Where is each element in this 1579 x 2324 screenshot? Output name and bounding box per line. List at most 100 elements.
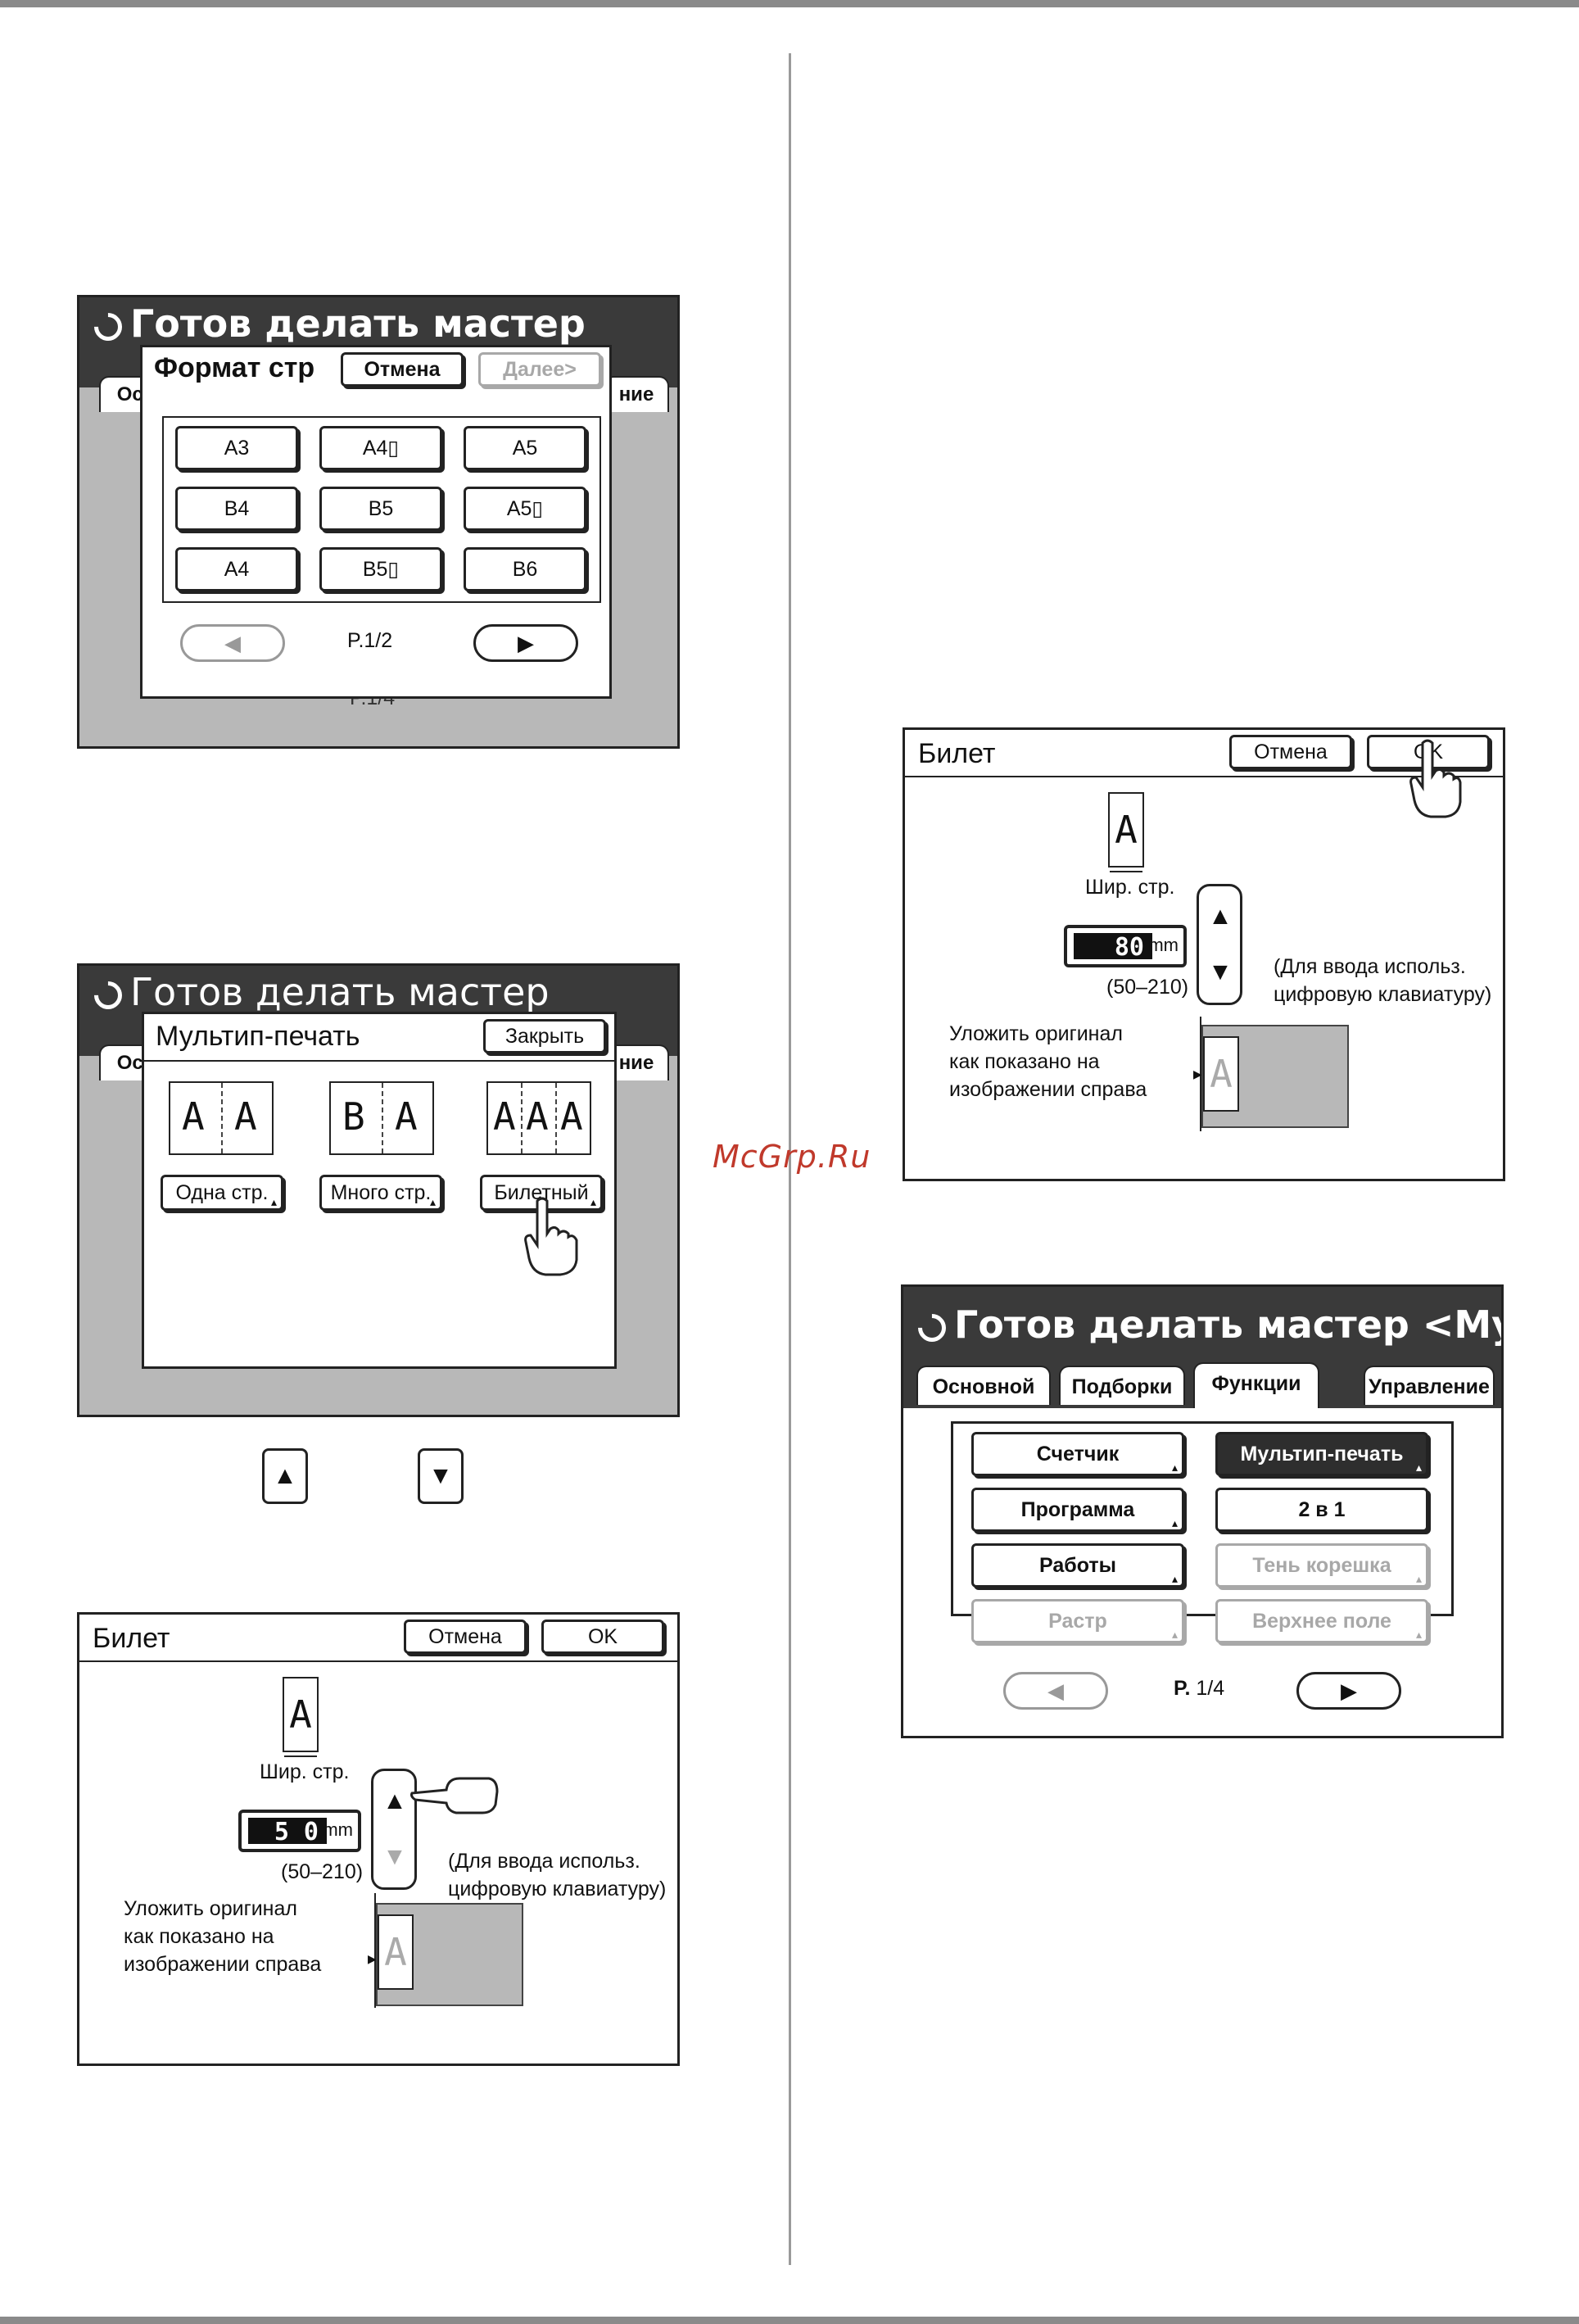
screen-button[interactable]: Растр▴ [971, 1599, 1184, 1643]
top-margin-button[interactable]: Верхнее поле▴ [1215, 1599, 1428, 1643]
ready-icon [912, 1307, 952, 1348]
preview-paper: A [378, 1914, 414, 1990]
submenu-icon: ▴ [429, 1195, 436, 1208]
submenu-icon: ▴ [1171, 1628, 1178, 1641]
increase-button[interactable]: ▲ [377, 1779, 413, 1823]
two-up-button[interactable]: 2 в 1 [1215, 1488, 1428, 1532]
edge-marker-icon: ▶ [368, 1952, 377, 1965]
book-shadow-button[interactable]: Тень корешка▴ [1215, 1543, 1428, 1588]
size-a4r-button[interactable]: A4▯ [319, 426, 442, 470]
size-b4-button[interactable]: B4 [175, 487, 298, 531]
original-edge-line [1200, 1017, 1201, 1131]
program-button[interactable]: Программа▴ [971, 1488, 1184, 1532]
ready-icon [88, 975, 129, 1015]
cancel-button[interactable]: Отмена [1229, 735, 1352, 769]
next-page-button[interactable]: ▶ [473, 624, 578, 662]
page-indicator: P. 1/4 [1174, 1677, 1225, 1700]
tab-functions[interactable]: Функции [1193, 1362, 1319, 1408]
width-label: Шир. стр. [1085, 876, 1175, 899]
bg-header: Готов делать мастер [79, 297, 677, 350]
ticket-screen-50: Билет Отмена OK A Шир. стр. 5 0 mm (50–2… [77, 1612, 680, 2066]
page-indicator: P.1/2 [347, 629, 393, 652]
range-label: (50–210) [1106, 976, 1189, 999]
left-arrow-icon: ◀ [224, 631, 241, 655]
preview-paper: A [1203, 1036, 1239, 1112]
stepper: ▲ ▼ [371, 1769, 417, 1890]
down-arrow-icon: ▼ [428, 1462, 453, 1489]
status-header: Готов делать мастер <Мультип> [903, 1287, 1501, 1362]
jobs-button[interactable]: Работы▴ [971, 1543, 1184, 1588]
right-arrow-icon: ▶ [518, 631, 534, 655]
submenu-icon: ▴ [1171, 1572, 1178, 1585]
instruction-text: Уложить оригинал как показано на изображ… [124, 1897, 322, 1976]
next-button[interactable]: Далее> [478, 352, 601, 387]
size-b6-button[interactable]: B6 [464, 547, 586, 591]
up-arrow-icon: ▲ [273, 1462, 297, 1489]
range-label: (50–210) [281, 1860, 364, 1883]
title-divider [79, 1660, 677, 1662]
paper-icon: A [283, 1677, 319, 1752]
counter-button[interactable]: Счетчик▴ [971, 1432, 1184, 1476]
close-button[interactable]: Закрыть [483, 1019, 606, 1053]
up-key-button[interactable]: ▲ [262, 1448, 308, 1504]
width-value: 80 [1074, 933, 1152, 962]
bottom-border [0, 2317, 1579, 2324]
size-b5-button[interactable]: B5 [319, 487, 442, 531]
decrease-button[interactable]: ▼ [1202, 950, 1238, 994]
submenu-icon: ▴ [1415, 1461, 1422, 1474]
ready-icon [88, 306, 129, 347]
width-arrow-icon [284, 1755, 317, 1757]
down-arrow-icon: ▼ [1208, 958, 1233, 985]
dialog-title: Мультип-печать [156, 1021, 360, 1052]
tab-basic[interactable]: Основной [916, 1366, 1051, 1405]
ticket-screen-80: Билет Отмена OK A Шир. стр. 80 mm (50–21… [903, 727, 1505, 1181]
prev-page-button[interactable]: ◀ [1003, 1672, 1108, 1710]
layout-single-icon: A A [169, 1081, 274, 1155]
ok-button[interactable]: OK [541, 1620, 664, 1654]
size-a5r-button[interactable]: A5▯ [464, 487, 586, 531]
title-divider [144, 1060, 614, 1062]
tab-selections[interactable]: Подборки [1059, 1366, 1185, 1405]
bg-header: Готов делать мастер [79, 966, 677, 1018]
paper-icon: A [1108, 792, 1144, 868]
paper-size-dialog: Формат стр Отмена Далее> A3 A4▯ A5 B4 B5… [140, 345, 612, 699]
prev-page-button[interactable]: ◀ [180, 624, 285, 662]
multi-page-button[interactable]: Много стр.▴ [319, 1175, 442, 1211]
cancel-button[interactable]: Отмена [341, 352, 464, 387]
multi-up-button[interactable]: Мультип-печать▴ [1215, 1432, 1428, 1476]
watermark: McGrp.Ru [713, 1139, 871, 1175]
tab-admin[interactable]: Управление [1364, 1366, 1495, 1405]
size-a5-button[interactable]: A5 [464, 426, 586, 470]
width-field[interactable]: 5 0 mm [238, 1810, 361, 1852]
pointing-hand-icon [524, 1197, 578, 1276]
layout-multi-icon: B A [329, 1081, 434, 1155]
unit-label: mm [1148, 935, 1179, 955]
width-arrow-icon [1110, 871, 1142, 872]
cancel-button[interactable]: Отмена [404, 1620, 527, 1654]
submenu-icon: ▴ [1415, 1572, 1422, 1585]
single-page-button[interactable]: Одна стр.▴ [161, 1175, 283, 1211]
keypad-hint: (Для ввода использ. цифровую клавиатуру) [1274, 955, 1492, 1006]
top-border [0, 0, 1579, 7]
size-a3-button[interactable]: A3 [175, 426, 298, 470]
submenu-icon: ▴ [270, 1195, 277, 1208]
submenu-icon: ▴ [590, 1195, 596, 1208]
next-page-button[interactable]: ▶ [1296, 1672, 1401, 1710]
submenu-icon: ▴ [1171, 1461, 1178, 1474]
increase-button[interactable]: ▲ [1202, 895, 1238, 939]
width-field[interactable]: 80 mm [1064, 925, 1187, 967]
decrease-button[interactable]: ▼ [377, 1835, 413, 1879]
pointing-hand-icon [1409, 739, 1462, 818]
placement-preview: A [376, 1903, 523, 2006]
right-arrow-icon: ▶ [1341, 1678, 1357, 1703]
bg-tab-right: ние [604, 376, 669, 412]
size-b5r-button[interactable]: B5▯ [319, 547, 442, 591]
edge-marker-icon: ▶ [1193, 1067, 1202, 1080]
size-grid: A3 A4▯ A5 B4 B5 A5▯ A4 B5▯ B6 [162, 416, 601, 603]
dialog-title: Формат стр [154, 352, 315, 383]
screen-functions: Готов делать мастер <Мультип> Основной П… [901, 1284, 1504, 1738]
size-a4-button[interactable]: A4 [175, 547, 298, 591]
submenu-icon: ▴ [1415, 1628, 1422, 1641]
unit-label: mm [323, 1819, 353, 1840]
down-key-button[interactable]: ▼ [418, 1448, 464, 1504]
